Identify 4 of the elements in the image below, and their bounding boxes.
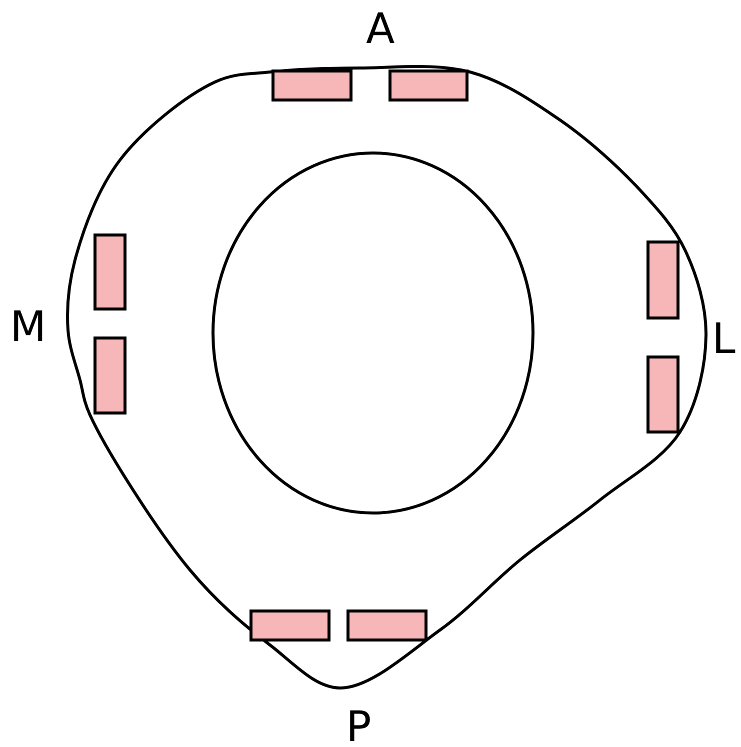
region-label: P [346, 706, 372, 747]
region-label: L [712, 318, 736, 360]
region-label: M [10, 306, 46, 348]
region-label: A [366, 8, 395, 50]
